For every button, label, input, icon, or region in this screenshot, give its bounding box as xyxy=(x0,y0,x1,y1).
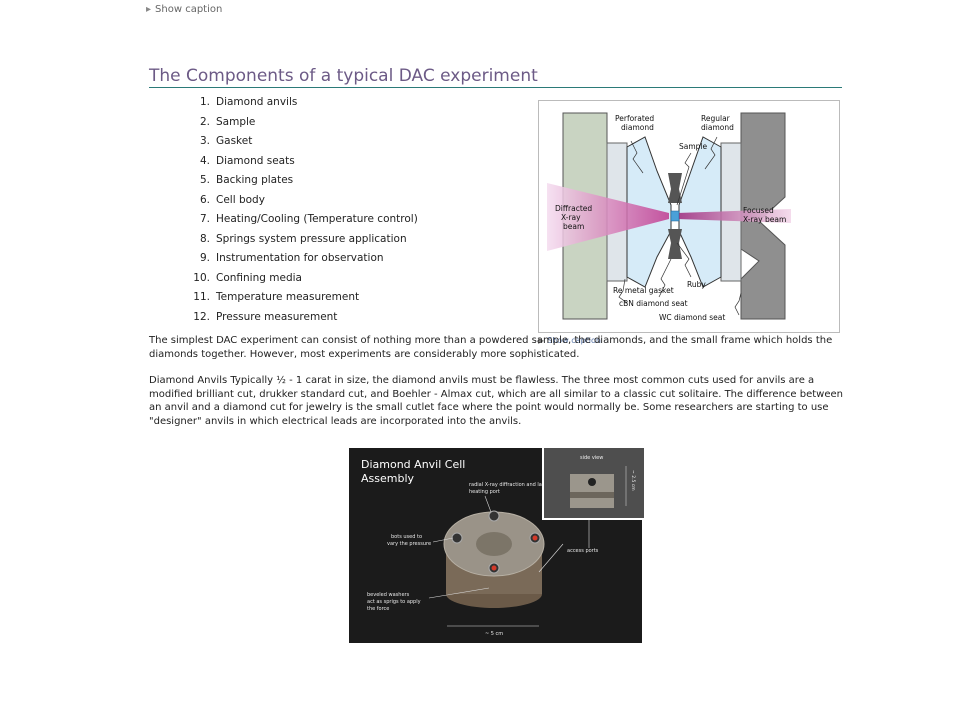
leader-lines xyxy=(618,136,742,316)
list-item: 1. Diamond anvils xyxy=(190,96,418,116)
list-number: 3. xyxy=(199,135,210,147)
list-text: Cell body xyxy=(216,193,265,206)
list-number: 11. xyxy=(193,291,210,303)
list-item: 9. Instrumentation for observation xyxy=(190,252,418,272)
list-text: Backing plates xyxy=(216,174,294,186)
list-text: Confining media xyxy=(216,271,302,284)
side-view-inset: side view ~ 2.5 cm xyxy=(542,448,644,520)
list-item: 6. Cell body xyxy=(190,194,418,214)
list-number: 7. xyxy=(199,213,210,225)
list-text: Sample xyxy=(216,115,256,128)
caption-triangle-icon: ▶ xyxy=(538,336,545,345)
list-number: 1. xyxy=(199,96,210,108)
label-diffracted-2: X-ray xyxy=(561,213,581,222)
list-number: 10. xyxy=(193,271,210,284)
label-perforated-1: Perforated xyxy=(615,114,654,123)
photo-label-bolts: bots used to xyxy=(391,534,422,540)
list-number: 2. xyxy=(199,115,210,128)
list-text: Instrumentation for observation xyxy=(216,252,384,264)
page-title: The Components of a typical DAC experime… xyxy=(149,66,538,86)
side-view-label: side view xyxy=(580,455,603,461)
figure-show-caption-link[interactable]: ▶Show caption xyxy=(538,336,601,345)
side-view-dimension: ~ 2.5 cm xyxy=(630,470,636,491)
list-text: Pressure measurement xyxy=(216,310,338,323)
list-number: 4. xyxy=(199,154,210,167)
list-item: 2. Sample xyxy=(190,116,418,136)
list-item: 10. Confining media xyxy=(190,272,418,292)
title-divider xyxy=(149,87,842,88)
photo-title-line2: Assembly xyxy=(361,472,415,485)
list-item: 12. Pressure measurement xyxy=(190,311,418,331)
label-diffracted-3: beam xyxy=(563,222,584,231)
side-view-port xyxy=(588,478,596,486)
list-text: Springs system pressure application xyxy=(216,232,407,245)
label-focused-2: X-ray beam xyxy=(743,215,786,224)
label-sample: Sample xyxy=(679,142,708,151)
label-ruby: Ruby xyxy=(687,280,706,289)
top-show-caption-link[interactable]: ▸Show caption xyxy=(146,4,222,16)
diffracted-beam xyxy=(547,183,669,251)
caption-triangle-icon: ▸ xyxy=(146,4,152,15)
label-wc-seat: WC diamond seat xyxy=(659,313,725,322)
bolt xyxy=(451,532,463,544)
re-metal-gasket-lower xyxy=(668,229,682,259)
list-item: 3. Gasket xyxy=(190,135,418,155)
intro-paragraph: The simplest DAC experiment can consist … xyxy=(149,335,833,360)
list-item: 7. Heating/Cooling (Temperature control) xyxy=(190,213,418,233)
figure-caption-label: Show caption xyxy=(547,336,601,345)
label-perforated-2: diamond xyxy=(621,123,654,132)
re-metal-gasket xyxy=(668,173,682,203)
list-number: 8. xyxy=(199,232,210,245)
diamond-anvils-paragraph: Diamond Anvils Typically ½ - 1 carat in … xyxy=(149,375,843,427)
photo-label-washers-2: act as sprigs to apply xyxy=(367,599,421,605)
bolt xyxy=(488,510,500,522)
photo-label-width: ~ 5 cm xyxy=(485,631,503,637)
photo-label-radial-port-2: heating port xyxy=(469,489,500,495)
list-item: 8. Springs system pressure application xyxy=(190,233,418,253)
photo-label-washers: beveled washers xyxy=(367,592,410,598)
list-text: Diamond anvils xyxy=(216,96,298,108)
components-list: 1. Diamond anvils 2. Sample 3. Gasket 4. Dia… xyxy=(190,96,418,330)
top-caption-label: Show caption xyxy=(155,4,223,15)
photo-title-line1: Diamond Anvil Cell xyxy=(361,458,465,471)
access-port xyxy=(532,535,538,541)
dac-assembly-photo: radial X-ray diffraction and laser heati… xyxy=(349,448,642,643)
list-number: 5. xyxy=(199,174,210,186)
focused-beam xyxy=(677,209,791,223)
photo-label-washers-3: the force xyxy=(367,606,389,612)
list-text: Temperature measurement xyxy=(216,291,360,303)
list-number: 6. xyxy=(199,193,210,206)
list-text: Heating/Cooling (Temperature control) xyxy=(216,213,418,225)
list-text: Gasket xyxy=(216,135,253,147)
access-port xyxy=(491,565,497,571)
list-item: 4. Diamond seats xyxy=(190,155,418,175)
label-re-metal-gasket: Re metal gasket xyxy=(613,286,674,295)
photo-label-bolts-2: vary the pressure xyxy=(387,541,431,547)
photo-label-access-ports: access ports xyxy=(567,548,599,554)
photo-label-radial-port: radial X-ray diffraction and laser xyxy=(469,482,551,488)
side-view-band xyxy=(570,492,614,498)
label-focused-1: Focused xyxy=(743,206,774,215)
list-number: 9. xyxy=(199,252,210,264)
list-item: 5. Backing plates xyxy=(190,174,418,194)
label-regular-1: Regular xyxy=(701,114,731,123)
sample-marker xyxy=(670,210,680,222)
list-item: 11. Temperature measurement xyxy=(190,291,418,311)
cell-center-port xyxy=(476,532,512,556)
label-diffracted-1: Diffracted xyxy=(555,204,592,213)
label-cbn-seat: cBN diamond seat xyxy=(619,299,688,308)
list-text: Diamond seats xyxy=(216,154,295,167)
list-number: 12. xyxy=(193,310,210,323)
side-view-illustration: side view ~ 2.5 cm xyxy=(544,448,644,518)
label-regular-2: diamond xyxy=(701,123,734,132)
